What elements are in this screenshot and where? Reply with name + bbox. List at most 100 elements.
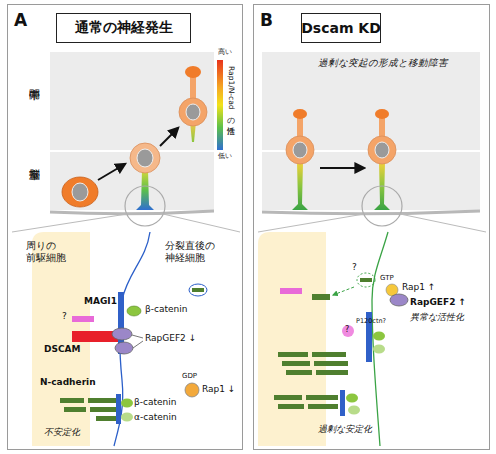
cell-migrating-neuron-a	[179, 66, 207, 142]
unknown-mark: ?	[345, 325, 349, 334]
tissue-zones-a-part	[50, 211, 214, 214]
migration-arrow	[98, 128, 178, 180]
panel-letter: A	[14, 10, 27, 30]
note-label: 過剰な突起の形成と移動障害	[318, 58, 448, 69]
molecules-a-part	[192, 288, 204, 292]
molecules-a-part	[189, 284, 207, 296]
cell-migrating-neuron-a-part	[186, 104, 200, 120]
molecules-a-part	[132, 335, 143, 338]
cell-progenitor-a-part	[62, 177, 98, 207]
membrane-green	[372, 232, 388, 446]
cell-stalled-b-part	[293, 109, 307, 119]
title-box: 通常の神経発生	[56, 13, 191, 43]
precursor-cell-b	[258, 232, 326, 446]
n-cadherin-b-part	[286, 370, 312, 375]
molecules-b-part	[333, 287, 354, 295]
title-box: Dscam KD	[301, 13, 381, 43]
state-label: GTP	[380, 274, 394, 282]
tissue-zones-a-part	[50, 52, 214, 150]
tissue-zones-b-part	[262, 52, 480, 150]
note-label: 不安定化	[44, 427, 80, 437]
panel-title: Dscam KD	[301, 20, 381, 36]
migration-arrow-part	[98, 164, 125, 180]
molecules-a-part	[127, 306, 141, 316]
activity-color-bar-part	[217, 60, 223, 150]
cell-stalled-b2-part	[375, 109, 389, 119]
n-cadherin-b-part	[316, 370, 348, 375]
protein-label: Rap1 ↓	[202, 384, 235, 394]
n-cadherin-b	[274, 352, 360, 416]
cell-stalled-b	[286, 109, 314, 210]
cell-stalled-b2-part	[368, 136, 396, 164]
zoom-lens-a-part	[125, 186, 165, 226]
scale-label: Rap1/N-cad の活性	[226, 66, 235, 121]
migration-arrow-part	[160, 128, 178, 146]
tissue-zones-b-part	[262, 211, 480, 214]
molecules-a-part	[112, 328, 132, 340]
protein-label: MAGI1	[84, 296, 117, 306]
molecules-a-part	[133, 341, 143, 348]
note-label: 過剰な安定化	[318, 424, 372, 434]
molecules-b-part	[390, 294, 408, 306]
cell-stalled-b-part	[292, 162, 308, 210]
n-cadherin-a-part	[90, 407, 116, 412]
molecules-b	[280, 273, 408, 362]
molecules-b-part	[360, 278, 372, 282]
cell-stalled-b-part	[293, 142, 307, 158]
molecules-b-part	[373, 345, 385, 354]
n-cadherin-b-part	[278, 404, 304, 409]
molecules-b-part	[342, 325, 354, 337]
molecules-b-part	[312, 294, 330, 300]
cell-stalled-b2	[368, 109, 396, 210]
molecules-b-part	[280, 288, 302, 294]
cell-label: 周りの 前駆細胞	[26, 240, 78, 263]
n-cadherin-a-part	[116, 394, 121, 424]
n-cadherin-a	[60, 394, 133, 424]
cell-stalled-b-part	[286, 136, 314, 164]
zoom-lens-b-part	[258, 214, 364, 232]
state-label: GDP	[182, 372, 197, 380]
tissue-zones-a	[50, 52, 214, 214]
molecules-a-part	[185, 383, 199, 397]
n-cadherin-a-part	[96, 416, 116, 421]
cell-progenitor-a-part	[72, 183, 88, 201]
n-cadherin-b-part	[312, 352, 346, 357]
zoom-lens-a-part	[12, 214, 127, 232]
cell-progenitor-a	[62, 177, 98, 207]
cell-migrating-neuron-a-part	[185, 66, 201, 78]
n-cadherin-a-part	[121, 413, 133, 422]
cell-stalled-b2-part	[379, 116, 385, 138]
protein-label: N-cadherin	[40, 377, 96, 387]
protein-label: RapGEF2 ↓	[145, 333, 196, 343]
panel-title: 通常の神経発生	[75, 19, 173, 37]
n-cadherin-b-part	[314, 361, 348, 366]
cell-newborn-neuron-a-part	[130, 143, 160, 173]
cell-newborn-neuron-a-part	[137, 149, 153, 167]
cell-migrating-neuron-a-part	[179, 98, 207, 126]
cell-stalled-b2-part	[375, 142, 389, 158]
zoom-lens-b-part	[362, 186, 402, 226]
molecules-b-part	[373, 332, 385, 341]
protein-label: α-catenin	[134, 412, 177, 422]
zoom-lens-b	[258, 186, 486, 232]
protein-label: P120ctn?	[356, 318, 386, 325]
zoom-lens-a	[12, 186, 240, 232]
n-cadherin-b-part	[348, 406, 360, 415]
cell-migrating-neuron-a-part	[190, 76, 196, 100]
zoom-lens-a-part	[163, 214, 240, 232]
cell-newborn-neuron-a-part	[136, 170, 154, 210]
n-cadherin-a-part	[64, 407, 86, 412]
protein-label: Rap1 ↑	[402, 282, 435, 292]
n-cadherin-b-part	[282, 361, 310, 366]
migration-arrow-part	[320, 167, 364, 169]
cell-label: 分裂直後の 神経細胞	[165, 240, 227, 263]
n-cadherin-a-part	[121, 399, 133, 408]
molecules-a-part	[115, 342, 133, 354]
unknown-mark: ?	[62, 311, 67, 321]
scale-label: 低い	[218, 152, 232, 160]
precursor-cell-b-part	[258, 232, 326, 446]
protein-label: β-catenin	[145, 304, 187, 314]
migration-arrow	[320, 168, 364, 169]
unknown-mark: ?	[352, 262, 357, 272]
